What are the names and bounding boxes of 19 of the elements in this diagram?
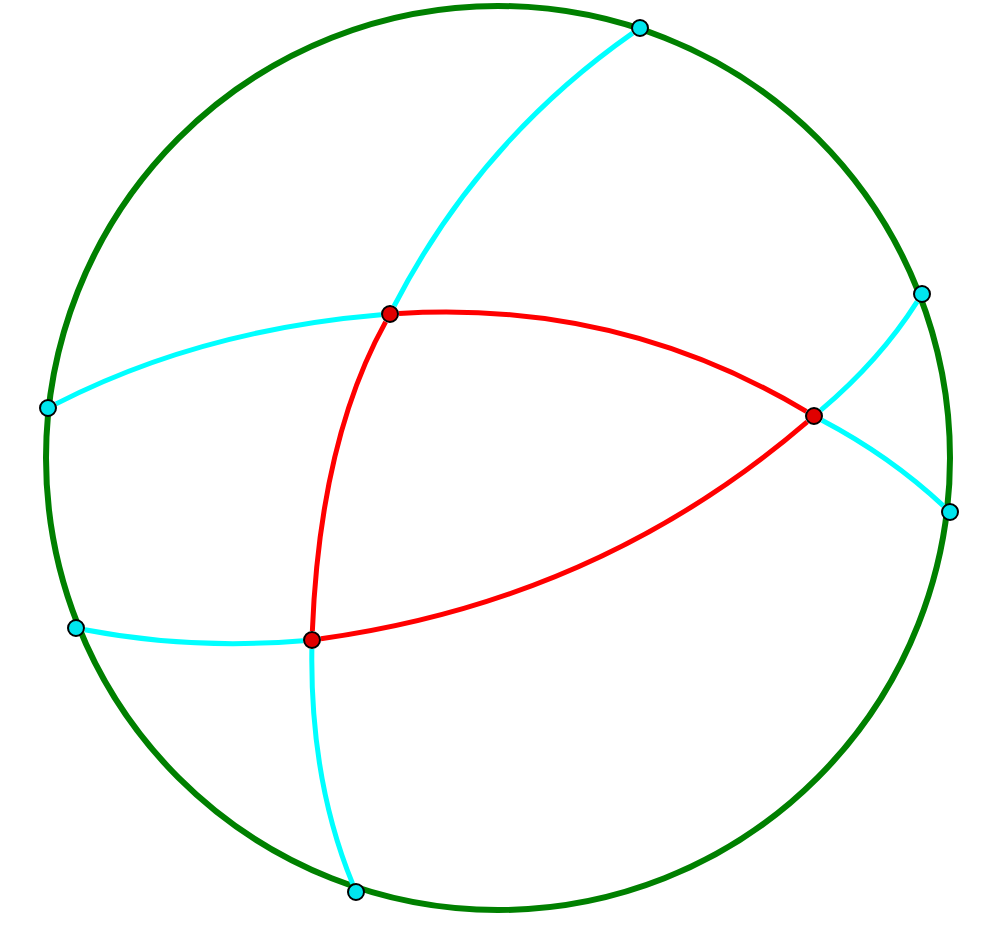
point-marker: [631, 19, 649, 37]
arc: [320, 419, 809, 642]
arc: [820, 418, 946, 508]
arc: [84, 627, 304, 647]
point-marker: [347, 883, 365, 901]
point-marker: [39, 399, 57, 417]
arc: [819, 300, 920, 413]
arc: [309, 320, 388, 632]
point-marker: [913, 285, 931, 303]
point-marker: [805, 407, 823, 425]
arc: [54, 312, 382, 407]
point-marker: [303, 631, 321, 649]
point-marker: [381, 305, 399, 323]
point-marker: [67, 619, 85, 637]
arc: [391, 31, 635, 308]
disk-boundary: [39, 3, 959, 913]
point-marker: [941, 503, 959, 521]
arc: [309, 649, 355, 885]
arc: [398, 309, 808, 414]
